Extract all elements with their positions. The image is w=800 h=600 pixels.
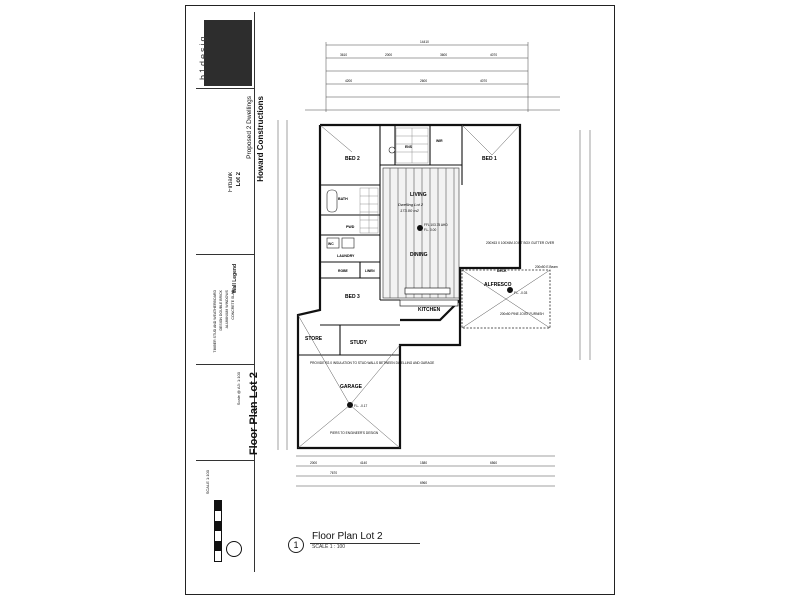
dim-top-row2-1: 3610 — [340, 53, 347, 57]
dim-bottom-4: 6560 — [490, 461, 497, 465]
fl-garage: F.L. -0.17 — [354, 404, 368, 408]
dim-bottom-2: 4140 — [360, 461, 367, 465]
title-divider — [196, 254, 254, 255]
room-store: STORE — [305, 336, 323, 342]
wet-area-tiles — [359, 127, 429, 234]
title-divider — [196, 88, 254, 89]
dim-top-row2-4: 4070 — [490, 53, 497, 57]
level-markers — [347, 225, 513, 408]
room-linen: LINEN — [365, 269, 375, 273]
drawing-number: 1 — [288, 537, 304, 553]
room-alfresco: ALFRESCO — [484, 282, 512, 288]
living-dining-floor-hatch — [382, 167, 460, 299]
roof-lines — [297, 124, 521, 449]
alfresco-area — [461, 269, 551, 329]
dim-bottom-1: 2000 — [310, 461, 317, 465]
room-bed2: BED 2 — [345, 156, 360, 162]
title-divider — [196, 364, 254, 365]
dim-top-row3-1: 4200 — [345, 79, 352, 83]
bath-fixtures — [326, 146, 396, 249]
room-living: LIVING — [410, 192, 427, 198]
side-dimension-lines — [277, 120, 591, 450]
dwelling-area: 173.00 m2 — [400, 208, 420, 213]
room-wc: WC — [328, 242, 334, 246]
room-study: STUDY — [350, 340, 368, 346]
company-logo — [204, 20, 252, 86]
dim-top-overall: 14410 — [420, 40, 429, 44]
dim-top-row2-2: 2000 — [385, 53, 392, 57]
room-kitchen: KITCHEN — [418, 307, 441, 313]
piers-note: PIERS TO ENGINEER'S DESIGN — [330, 431, 379, 435]
interior-walls — [298, 125, 463, 356]
title-block — [196, 12, 255, 572]
outer-walls — [296, 123, 522, 450]
alfresco-beam-note: 200X63 X 100X6M JOIST BOX GUTTER OVER — [486, 241, 555, 245]
north-arrow-icon — [226, 541, 242, 557]
dim-top-row3-3: 4070 — [480, 79, 487, 83]
room-dining: DINING — [410, 252, 428, 258]
room-bed3: BED 3 — [345, 294, 360, 300]
dim-bottom-overall: 7670 — [330, 471, 337, 475]
drawing-caption-scale: SCALE 1 : 100 — [312, 544, 346, 550]
fl-alfresco: F.L. -0.03 — [514, 291, 528, 295]
room-robe: ROBE — [338, 269, 349, 273]
beam-note: 200x50 E.Beam — [535, 265, 558, 269]
room-bed1: BED 1 — [482, 156, 497, 162]
room-bath: BATH — [338, 197, 348, 201]
drawing-caption-title: Floor Plan Lot 2 — [312, 531, 383, 542]
room-wir: WIR — [436, 139, 443, 143]
room-garage: GARAGE — [340, 384, 363, 390]
kitchen-bench — [399, 287, 459, 307]
room-ens: ENS — [405, 145, 413, 149]
ffl-label: FFL 103.75 AHD — [424, 223, 448, 227]
dim-bottom-total: 6960 — [420, 481, 427, 485]
dwelling-label: Dwelling Lot 2 — [398, 202, 424, 207]
room-laundry: LAUNDRY — [337, 254, 355, 258]
caption-underline — [310, 543, 420, 544]
top-dimension-lines — [305, 42, 560, 112]
insulation-note: PROVIDE R2.0 INSULATION TO STUD WALLS BE… — [310, 361, 434, 365]
joist-note: 200x50 PINE JOIST FURNISH — [500, 312, 544, 316]
dim-top-row2-3: 3600 — [440, 53, 447, 57]
room-pwd: PWD — [346, 225, 355, 229]
dim-top-row3-2: 2600 — [420, 79, 427, 83]
room-deck: DECK — [497, 269, 507, 273]
bottom-dimension-lines — [296, 455, 555, 487]
title-divider — [196, 460, 254, 461]
scale-bar — [214, 500, 222, 562]
dim-bottom-3: 1580 — [420, 461, 427, 465]
fl-living: F.L. 0.00 — [424, 228, 436, 232]
